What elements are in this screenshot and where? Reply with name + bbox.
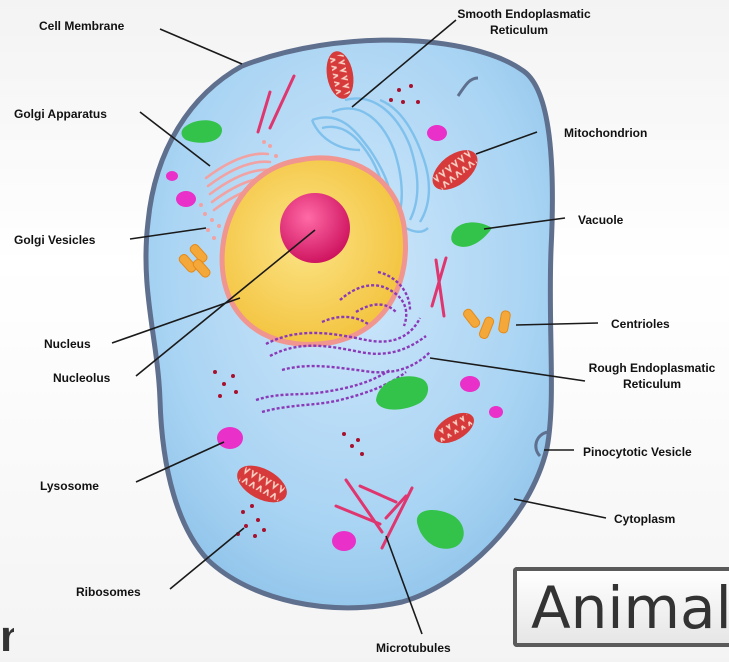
label-nucleus: Nucleus <box>44 337 91 351</box>
title-banner: Animal <box>513 567 729 647</box>
label-ribosomes: Ribosomes <box>76 585 141 599</box>
label-golgi-vesicles: Golgi Vesicles <box>14 233 96 247</box>
label-smooth-er-line1: Smooth Endoplasmatic <box>457 7 591 21</box>
label-nucleolus: Nucleolus <box>53 371 111 385</box>
label-centrioles: Centrioles <box>611 317 670 331</box>
nucleolus <box>280 193 350 263</box>
label-cytoplasm: Cytoplasm <box>614 512 675 526</box>
label-microtubules: Microtubules <box>376 641 451 655</box>
label-vacuole: Vacuole <box>578 213 624 227</box>
label-lysosome: Lysosome <box>40 479 99 493</box>
label-mitochondrion: Mitochondrion <box>564 126 647 140</box>
label-golgi-apparatus: Golgi Apparatus <box>14 107 107 121</box>
corner-fragment-text: n <box>0 612 14 662</box>
label-rough-er-line2: Reticulum <box>623 377 681 391</box>
label-rough-er-line1: Rough Endoplasmatic <box>589 361 716 375</box>
label-smooth-er-line2: Reticulum <box>490 23 548 37</box>
label-cell-membrane: Cell Membrane <box>39 19 125 33</box>
title-text: Animal <box>531 573 729 643</box>
label-pinocytotic-vesicle: Pinocytotic Vesicle <box>583 445 692 459</box>
